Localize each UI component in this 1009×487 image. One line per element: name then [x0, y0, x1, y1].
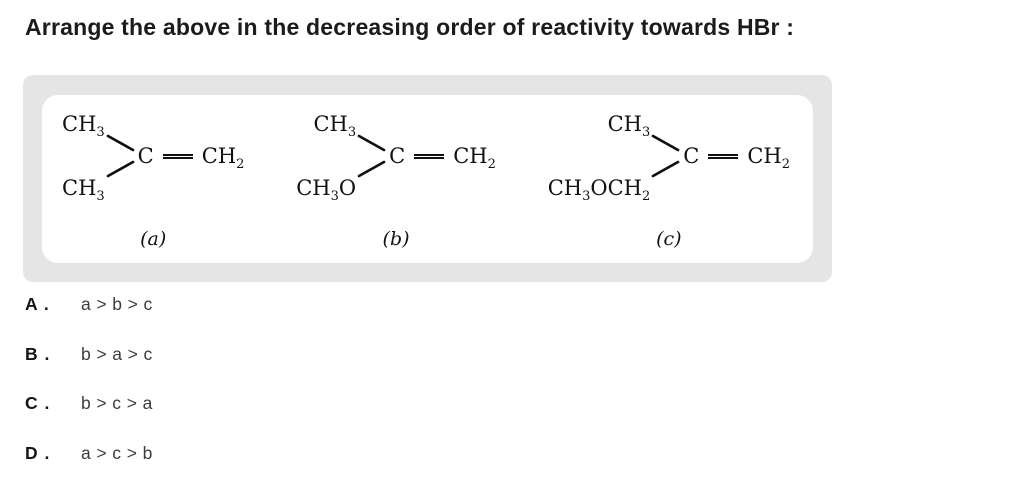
- substituent-bottom: CH3O: [296, 176, 357, 205]
- substituent-top: CH3: [313, 112, 357, 141]
- option-a-text: a > b > c: [81, 294, 153, 314]
- option-b-letter: B .: [25, 343, 51, 364]
- structure-c: CH3 CH3OCH2 C CH2 (c): [548, 110, 790, 250]
- option-c-letter: C .: [25, 393, 51, 413]
- structure-a: CH3 CH3 C CH2 (a): [62, 110, 244, 250]
- substituent-column: CH3 CH3: [62, 112, 105, 205]
- options-list: A . a > b > c B . b > a > c C . b > c > …: [25, 294, 525, 487]
- option-d-letter: D .: [25, 442, 51, 463]
- structure-c-label: (c): [656, 228, 682, 250]
- central-carbon: C: [389, 144, 406, 168]
- option-a-letter: A .: [25, 294, 50, 314]
- substituent-column: CH3 CH3O: [296, 112, 357, 205]
- central-carbon: C: [683, 144, 700, 168]
- substituent-column: CH3 CH3OCH2: [547, 112, 651, 205]
- option-c-text: b > c > a: [81, 393, 153, 413]
- structure-b-label: (b): [382, 228, 410, 250]
- option-d[interactable]: D . a > c > b: [25, 443, 525, 487]
- option-c[interactable]: C . b > c > a: [25, 393, 525, 443]
- structure-c-skeleton: CH3 CH3OCH2 C CH2: [547, 112, 790, 205]
- structure-b: CH3 CH3O C CH2 (b): [296, 110, 496, 250]
- option-b-text: b > a > c: [81, 343, 153, 364]
- central-carbon: C: [137, 144, 154, 168]
- methylene-group: CH2: [747, 144, 790, 173]
- substituent-bottom: CH3: [62, 176, 105, 205]
- structure-a-skeleton: CH3 CH3 C CH2: [62, 112, 245, 205]
- double-bond-icon: [414, 153, 445, 159]
- bond-lines-icon: [106, 134, 135, 178]
- bond-lines-icon: [651, 134, 680, 178]
- question-title: Arrange the above in the decreasing orde…: [25, 14, 795, 40]
- double-bond-icon: [162, 153, 193, 159]
- substituent-bottom: CH3OCH2: [547, 176, 651, 205]
- substituent-top: CH3: [62, 112, 105, 141]
- methylene-group: CH2: [453, 144, 496, 173]
- bond-lines-icon: [357, 134, 386, 178]
- structure-a-label: (a): [140, 228, 167, 250]
- figure-panel: CH3 CH3 C CH2 (a) CH3: [23, 75, 832, 282]
- figure-card: CH3 CH3 C CH2 (a) CH3: [42, 95, 813, 263]
- option-a[interactable]: A . a > b > c: [25, 294, 525, 344]
- structure-b-skeleton: CH3 CH3O C CH2: [296, 112, 496, 205]
- double-bond-icon: [708, 153, 739, 159]
- substituent-top: CH3: [607, 112, 651, 141]
- option-b[interactable]: B . b > a > c: [25, 344, 525, 394]
- methylene-group: CH2: [201, 144, 245, 173]
- option-d-text: a > c > b: [81, 442, 153, 463]
